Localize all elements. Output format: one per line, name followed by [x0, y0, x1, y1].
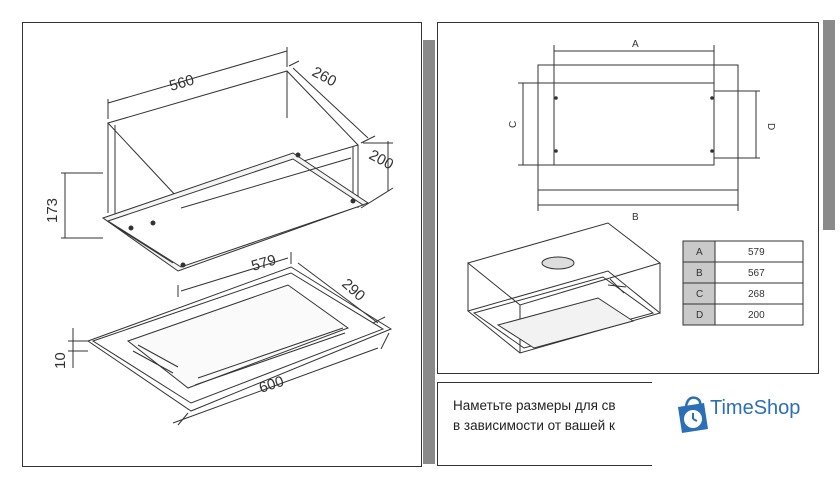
label-c: C: [508, 121, 519, 128]
clock-bag-icon: [678, 396, 708, 433]
dim-260: 260: [309, 64, 339, 91]
instruction-line: в зависимости от вашей к: [453, 418, 615, 433]
dimension-table: A 579 B 567 C 268 D 200: [682, 240, 804, 326]
divider-bar: [823, 20, 835, 230]
logo-text: TimeShop: [710, 397, 801, 419]
table-key: B: [696, 268, 703, 279]
table-key: A: [696, 247, 703, 258]
right-drawing-panel: A B C D A 579 B 567 C 268 D 200: [437, 22, 819, 374]
divider-bar: [423, 40, 435, 464]
timeshop-logo: TimeShop: [652, 375, 840, 489]
instruction-line: Наметьте размеры для св: [453, 398, 616, 413]
dim-579: 579: [249, 252, 278, 275]
table-key: D: [696, 310, 703, 321]
dim-200: 200: [366, 147, 396, 174]
table-key: C: [696, 289, 703, 300]
dim-173: 173: [44, 198, 61, 223]
label-b: B: [632, 212, 639, 223]
label-d: D: [765, 123, 776, 130]
dim-600: 600: [257, 373, 286, 397]
table-value: 567: [748, 268, 765, 279]
table-value: 200: [748, 310, 765, 321]
left-drawing-panel: 560 260 200 173 579 290 10 600: [22, 22, 422, 467]
table-value: 579: [748, 247, 765, 258]
label-a: A: [632, 39, 639, 50]
cutout-drawing: A B C D A 579 B 567 C 268 D 200: [466, 39, 804, 354]
table-value: 268: [748, 289, 765, 300]
dim-560: 560: [167, 72, 196, 95]
isometric-drawing: 560 260 200 173 579 290 10 600: [44, 47, 396, 426]
dim-10: 10: [52, 352, 69, 369]
instruction-text: Наметьте размеры для св в зависимости от…: [453, 396, 653, 436]
